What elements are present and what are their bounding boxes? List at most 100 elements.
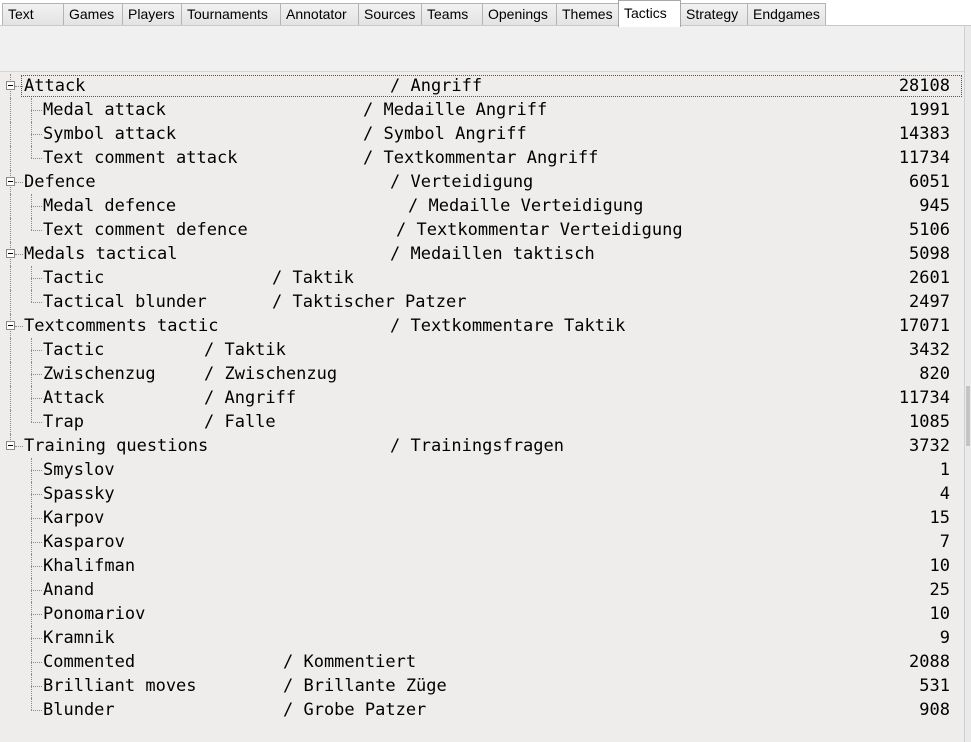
node-count: 1991	[909, 100, 950, 120]
node-label: Medal attack	[43, 100, 166, 120]
node-label: Text comment defence	[43, 220, 248, 240]
node-label: Anand	[43, 580, 95, 600]
node-label: Brilliant moves	[43, 676, 197, 696]
vertical-scrollbar[interactable]	[964, 26, 971, 742]
node-label: Smyslov	[43, 460, 115, 480]
tab-players[interactable]: Players	[122, 3, 182, 25]
tab-tactics[interactable]: Tactics	[618, 0, 681, 27]
node-label: Attack	[43, 388, 105, 408]
tree-connector	[15, 86, 23, 87]
node-count: 10	[929, 604, 950, 624]
node-count: 908	[919, 700, 950, 720]
node-count: 14383	[898, 124, 950, 144]
node-label: Tactic	[43, 268, 105, 288]
node-count: 945	[919, 196, 950, 216]
node-count: 2088	[909, 652, 950, 672]
tab-themes[interactable]: Themes	[556, 3, 619, 25]
node-label: Kramnik	[43, 628, 115, 648]
tab-teams[interactable]: Teams	[421, 3, 483, 25]
node-translation: / Taktik	[204, 340, 286, 360]
node-translation: / Medaille Verteidigung	[408, 196, 644, 216]
node-translation: / Taktik	[272, 268, 354, 288]
tree-connector	[31, 134, 42, 135]
tab-annotator[interactable]: Annotator	[280, 3, 359, 25]
collapse-icon[interactable]	[6, 249, 15, 258]
node-translation: / Kommentiert	[283, 652, 417, 672]
tree-connector	[31, 710, 42, 711]
tree-connector	[31, 206, 42, 207]
node-translation: / Medaille Angriff	[363, 100, 548, 120]
collapse-icon[interactable]	[6, 177, 15, 186]
node-label: Training questions	[24, 436, 209, 456]
node-label: Trap	[43, 412, 84, 432]
node-label: Tactic	[43, 340, 105, 360]
tree-node[interactable]: Textcomments tactic/ Textkommentare Takt…	[0, 314, 964, 338]
tree-leaf[interactable]: Text comment defence/ Textkommentar Vert…	[0, 218, 964, 242]
node-count: 5098	[909, 244, 950, 264]
tab-games[interactable]: Games	[63, 3, 123, 25]
tree-connector	[31, 374, 42, 375]
tab-tournaments[interactable]: Tournaments	[181, 3, 281, 25]
tree-connector	[15, 254, 23, 255]
tree-connector	[31, 662, 42, 663]
collapse-icon[interactable]	[6, 321, 15, 330]
tab-endgames[interactable]: Endgames	[747, 3, 826, 25]
tab-sources[interactable]: Sources	[358, 3, 422, 25]
tree-connector	[10, 146, 11, 170]
node-label: Tactical blunder	[43, 292, 207, 312]
node-translation: / Textkommentar Angriff	[363, 148, 599, 168]
tree-connector	[10, 122, 11, 146]
tree-connector	[31, 158, 42, 159]
node-count: 10	[929, 556, 950, 576]
node-translation: / Falle	[204, 412, 276, 432]
node-label: Text comment attack	[43, 148, 238, 168]
node-count: 17071	[898, 316, 950, 336]
node-label: Medals tactical	[24, 244, 178, 264]
tree-connector	[31, 290, 32, 302]
tree-connector	[10, 266, 11, 290]
tab-strategy[interactable]: Strategy	[680, 3, 748, 25]
collapse-icon[interactable]	[6, 81, 15, 90]
tree-leaf[interactable]: Medal attack / Medaille Angriff 1991	[0, 98, 964, 122]
tab-openings[interactable]: Openings	[482, 3, 557, 25]
node-label: Attack	[24, 76, 86, 96]
node-count: 28108	[898, 76, 950, 96]
tree-connector	[31, 566, 42, 567]
tree-connector	[31, 698, 32, 710]
tree-connector	[31, 590, 42, 591]
tree-connector	[31, 218, 32, 230]
tree-leaf[interactable]: Smyslov 1	[0, 458, 964, 482]
node-translation: / Taktischer Patzer	[272, 292, 467, 312]
scrollbar-thumb[interactable]	[966, 386, 970, 446]
tab-text[interactable]: Text	[2, 3, 64, 25]
tree-connector	[31, 542, 42, 543]
node-label: Textcomments tactic	[24, 316, 219, 336]
node-label: Defence	[24, 172, 96, 192]
tree-leaf[interactable]: Text comment attack / Textkommentar Angri…	[0, 146, 964, 170]
tree-connector	[10, 290, 11, 314]
node-count: 1	[939, 460, 950, 480]
collapse-icon[interactable]	[6, 441, 15, 450]
